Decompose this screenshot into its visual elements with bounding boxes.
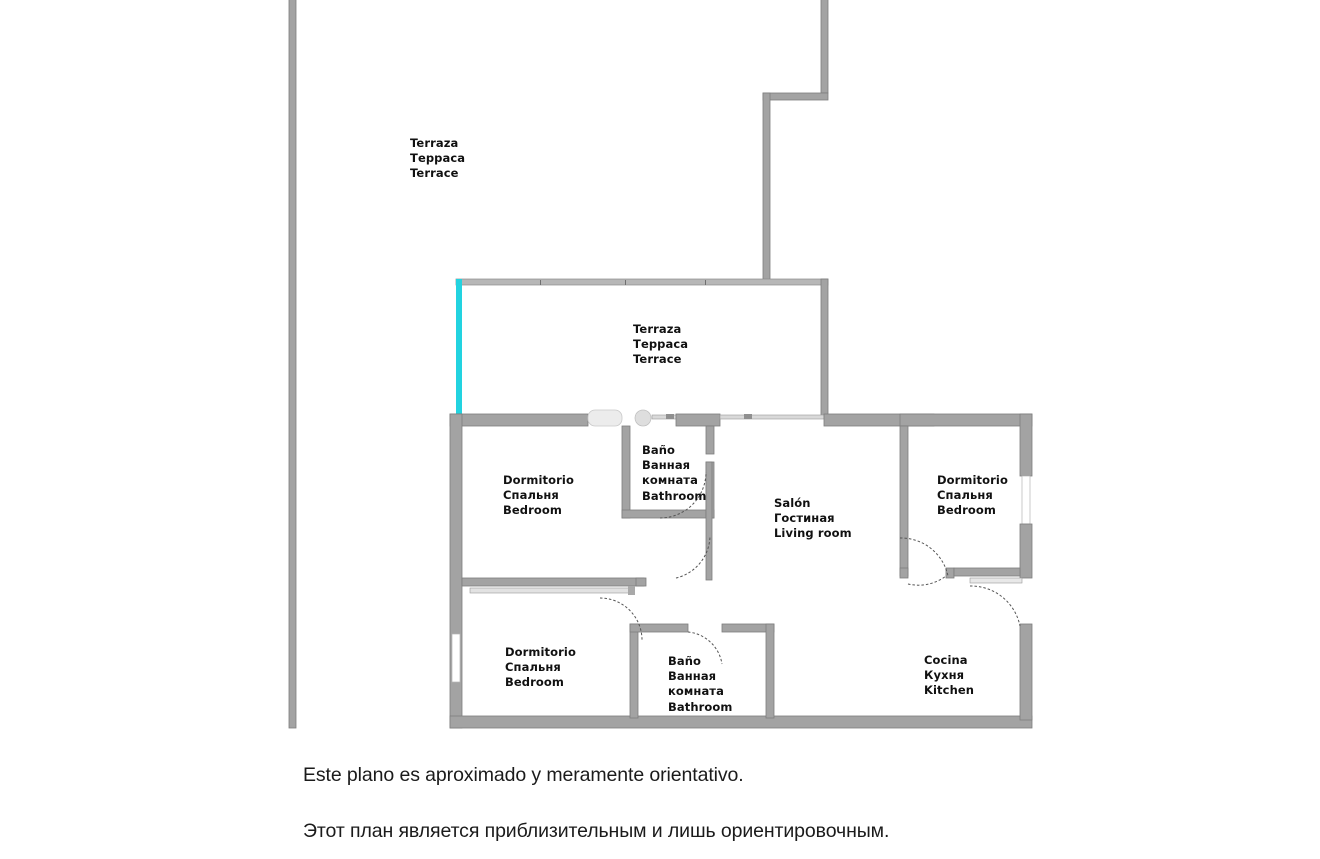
terrace-jog-wall	[762, 92, 829, 101]
right-bedroom-left-wall	[899, 425, 909, 577]
door-swings	[599, 471, 1021, 665]
right-bedroom-door-swing	[907, 575, 947, 586]
right-bedroom-door-leaf	[969, 577, 1023, 584]
accent-glass-wall	[456, 279, 462, 415]
right-bedroom-window	[1021, 475, 1031, 525]
upper-left-bedroom-door-jamb	[635, 577, 647, 587]
upper-bathroom-left-wall	[621, 425, 631, 519]
upper-terrace-walls	[288, 0, 829, 729]
lower-bedroom-window	[451, 633, 461, 683]
railing-mullion	[540, 280, 541, 285]
terrace-left-wall	[288, 0, 297, 729]
living-room-window-panel	[744, 414, 752, 419]
right-bedroom-door-jamb-left	[899, 567, 909, 579]
hall-door-swing	[675, 535, 711, 579]
round-column	[634, 409, 652, 427]
living-room-window-rail	[719, 414, 825, 420]
bedroom-door-handle	[628, 586, 635, 595]
lower-terrace-walls	[455, 278, 829, 417]
terrace-middle-vertical-wall	[762, 92, 771, 281]
lower-terrace-right-wall	[820, 278, 829, 417]
lower-bedroom-door-swing	[599, 597, 643, 641]
railing-mullion	[705, 280, 706, 285]
lower-bathroom-right-wall	[765, 623, 775, 719]
bottom-outer-wall	[449, 715, 1033, 729]
right-outer-wall-mid	[1019, 523, 1033, 579]
lower-bathroom-door-swing	[687, 631, 723, 665]
lower-bathroom-top-wall-left	[629, 623, 689, 633]
bedroom-door-leaf	[469, 587, 631, 594]
lower-left-bedroom-right-wall	[629, 623, 639, 719]
upper-bathroom-door-swing	[659, 471, 707, 519]
top-wall-far-right-run	[899, 413, 1033, 427]
upper-bathroom-right-wall-a	[705, 425, 715, 455]
lower-terrace-top-railing	[455, 278, 829, 286]
upper-bathroom-bottom-wall	[621, 509, 715, 519]
disclaimer-spanish: Este plano es aproximado y meramente ori…	[303, 764, 744, 786]
top-wall-mid-run	[675, 413, 721, 427]
sliding-door-panel	[666, 414, 674, 419]
hall-right-wall	[705, 461, 713, 581]
right-outer-wall-upper	[1019, 413, 1033, 477]
terrace-door-pocket	[587, 409, 623, 427]
disclaimer-russian: Этот план является приблизительным и лиш…	[303, 820, 890, 842]
kitchen-door-swing	[969, 585, 1021, 627]
terrace-upper-right-wall	[820, 0, 829, 94]
upper-left-bedroom-bottom-wall	[461, 577, 645, 587]
right-outer-wall-kitchen	[1019, 623, 1033, 721]
apartment-outer-walls	[449, 409, 1033, 729]
right-bedroom-bottom-wall	[953, 567, 1021, 577]
interior-partitions	[451, 425, 1023, 719]
top-wall-left-run	[449, 413, 589, 427]
right-bedroom-door-swing-alt	[899, 537, 949, 577]
railing-mullion	[625, 280, 626, 285]
